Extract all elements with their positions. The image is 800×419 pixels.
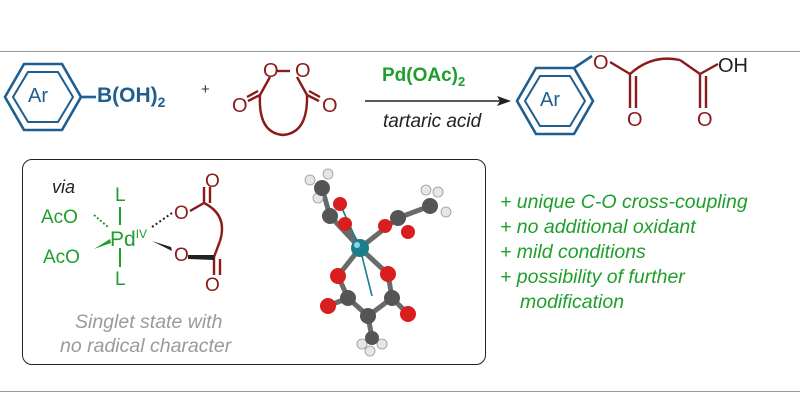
product-ester-oxygen: O [593,52,609,74]
carbonyl-oxygen-top: O [205,171,220,192]
product-aryl-label: Ar [540,89,560,111]
reaction-arrow [365,96,511,106]
boronic-subscript: 2 [157,94,166,111]
pd-complex-structure [93,187,224,275]
peroxide-oxygen-1: O [263,60,279,82]
catalyst-subscript: 2 [458,73,466,89]
ligand-L-top: L [115,185,126,206]
catalyst-label: Pd(OAc)2 [382,66,465,88]
coordinated-oxygen-upper: O [174,203,189,224]
carbonyl-oxygen-bottom: O [205,275,220,296]
advantage-3: + mild conditions [500,241,646,263]
bottom-divider [0,391,800,392]
caption-line-1: Singlet state with [75,311,223,333]
pd-symbol: Pd [110,228,136,251]
cyclic-peroxide-structure [246,69,321,137]
pd-oxidation-state: IV [135,227,148,241]
advantages-list: + unique C-O cross-coupling + no additio… [500,190,748,315]
additive-label: tartaric acid [383,111,482,132]
coordinated-oxygen-lower: O [174,245,189,266]
aryl-ring-reactant [3,62,96,132]
acetate-ligand-top: AcO [41,207,78,228]
product-hydroxyl: OH [718,55,748,77]
intermediate-panel [22,159,486,365]
product-carbonyl-oxygen-1: O [627,109,643,131]
aryl-ring-product [515,54,595,136]
ligand-L-bottom: L [115,269,126,290]
boronic-acid-group: B(OH)2 [97,85,165,109]
3d-molecular-model [304,168,452,357]
peroxide-oxygen-2: O [295,60,311,82]
advantage-2: + no additional oxidant [500,216,696,238]
plus-sign: + [201,81,210,98]
advantage-4-continued: modification [520,291,625,313]
carbonyl-oxygen-left: O [232,95,248,117]
product-carbonyl-oxygen-2: O [697,109,713,131]
top-divider [0,51,800,52]
palladium-center: PdIV [110,228,147,250]
catalyst-text: Pd(OAc) [382,65,458,86]
acetate-ligand-bottom: AcO [43,247,80,268]
product-chain [609,57,719,108]
advantage-1: + unique C-O cross-coupling [500,191,748,213]
carbonyl-oxygen-right: O [322,95,338,117]
boronic-text: B(OH) [97,84,158,107]
advantage-4: + possibility of further [500,266,685,288]
caption-line-2: no radical character [60,335,232,357]
via-label: via [52,177,76,197]
aryl-label: Ar [28,85,48,107]
